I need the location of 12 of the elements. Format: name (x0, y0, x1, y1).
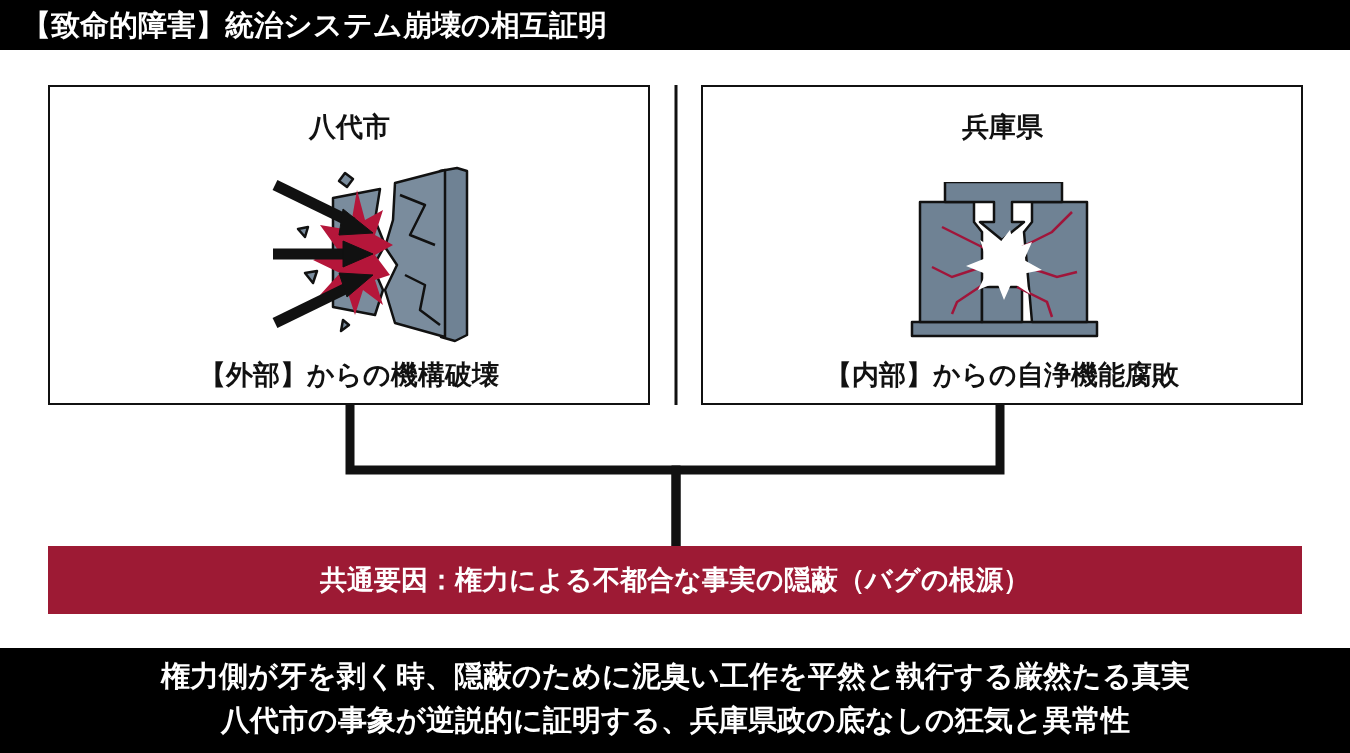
panel-caption: 【外部】からの機構破壊 (199, 358, 499, 392)
panel-heading: 兵庫県 (961, 110, 1043, 144)
connector-line (671, 405, 1005, 546)
cause-banner (48, 546, 1302, 614)
panel-caption: 【内部】からの自浄機能腐敗 (825, 358, 1179, 392)
banner-text: 共通要因：権力による不都合な事実の隠蔽（バグの根源） (320, 563, 1030, 597)
panel-box (48, 85, 650, 405)
panel-box (701, 85, 1303, 405)
subtitle-line: 権力側が牙を剥く時、隠蔽のために泥臭い工作を平然と執行する厳然たる真実 (159, 658, 1191, 695)
title-text: 【致命的障害】統治システム崩壊の相互証明 (22, 7, 607, 44)
panel-heading: 八代市 (308, 110, 390, 144)
subtitle-line: 八代市の事象が逆説的に証明する、兵庫県政の底なしの狂気と異常性 (219, 702, 1131, 739)
